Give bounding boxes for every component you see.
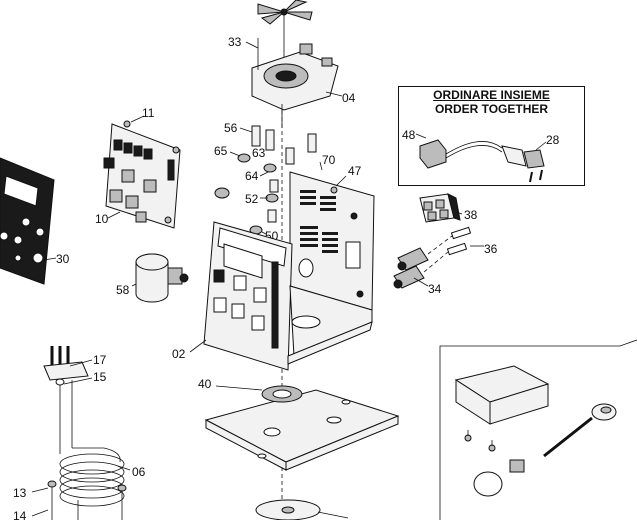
callout-15: 15 (93, 370, 107, 384)
callout-02: 02 (172, 347, 186, 361)
callout-34: 34 (428, 282, 442, 296)
callout-17: 17 (93, 353, 107, 367)
callout-47: 47 (348, 164, 362, 178)
callout-40: 40 (198, 377, 212, 391)
callout-30: 30 (56, 252, 70, 266)
part-02-front-housing (203, 221, 373, 371)
callout-06: 06 (132, 465, 146, 479)
order-box-title-it: ORDINARE INSIEME (433, 88, 550, 102)
part-28-power-cord (419, 139, 545, 183)
callout-13: 13 (13, 486, 27, 500)
callout-04: 04 (342, 91, 356, 105)
callout-64: 64 (245, 169, 259, 183)
part-70-rear-panel (289, 171, 375, 311)
callout-48: 48 (402, 128, 416, 142)
part-58-capacitor (135, 253, 189, 303)
callout-10: 10 (95, 212, 109, 226)
part-36-fuses (446, 226, 472, 256)
part-34-fuse-holders (393, 235, 453, 289)
callout-65: 65 (214, 144, 228, 158)
part-10-control-board (103, 120, 181, 229)
callout-14: 14 (13, 509, 27, 520)
callout-63: 63 (252, 146, 266, 160)
callout-58: 58 (116, 283, 130, 297)
callout-28: 28 (546, 133, 560, 147)
part-40-base-tray (204, 385, 400, 471)
callout-11: 11 (142, 106, 155, 120)
callout-33: 33 (228, 35, 242, 49)
callout-70: 70 (322, 153, 336, 167)
callout-52: 52 (245, 192, 259, 206)
part-06-heating-element (43, 346, 127, 520)
callout-36: 36 (484, 242, 498, 256)
part-38-switch (419, 193, 461, 223)
callout-56: 56 (224, 121, 238, 135)
part-bottom-disc (255, 499, 349, 520)
order-together-box: ORDINARE INSIEME ORDER TOGETHER (398, 86, 585, 186)
callout-38: 38 (464, 208, 478, 222)
part-30-front-panel (0, 157, 55, 285)
detail-box (439, 339, 637, 520)
part-04-motor (251, 38, 339, 128)
part-33-fan (257, 0, 313, 58)
order-box-title-en: ORDER TOGETHER (434, 102, 549, 116)
